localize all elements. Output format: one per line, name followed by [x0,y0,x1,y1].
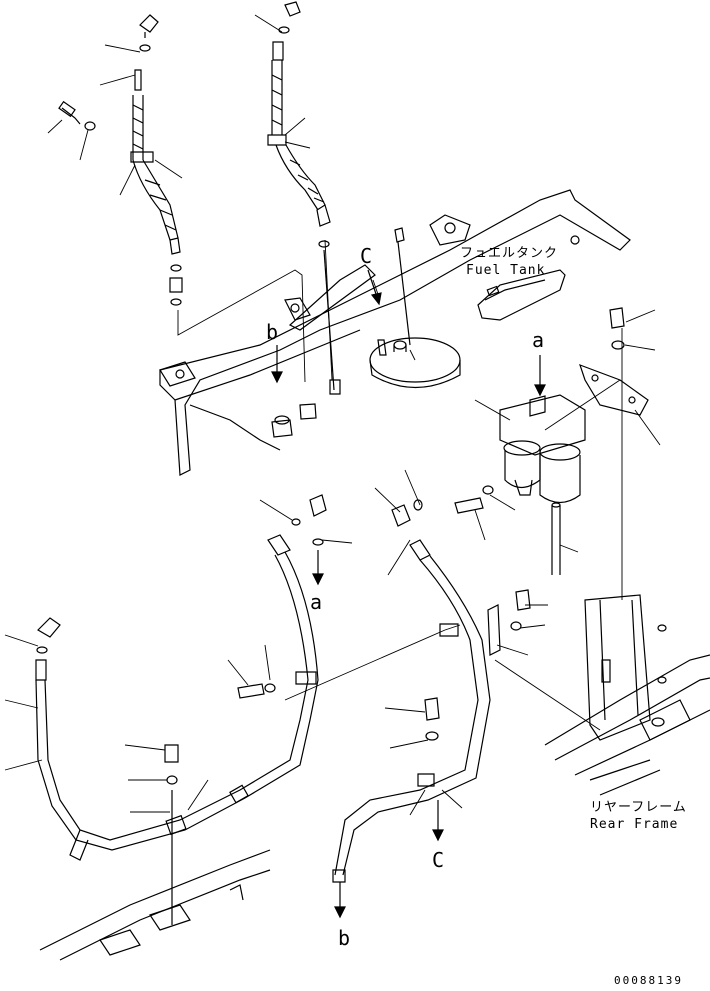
tank-fittings [272,228,410,437]
fuel-filter-assembly [455,308,648,575]
upper-middle-hose [268,2,340,394]
reference-label-a-top: a [532,328,545,352]
reference-label-b-top: b [266,320,279,344]
fuel-tank-outline [160,190,630,475]
reference-label-b-lower: b [338,926,351,950]
reference-label-c-top: C [360,244,373,268]
drawing-number: 00088139 [614,974,683,987]
tank-sender-unit [370,338,460,388]
lower-right-hose [333,500,530,882]
rear-frame-label-jp: リヤーフレーム [590,800,687,815]
reference-lines [178,240,622,730]
reference-label-a-lower: a [310,590,323,614]
rear-frame-outline [545,595,710,795]
callout-leader-lines [5,15,660,815]
lower-middle-hose [36,495,326,860]
fuel-tank-label-en: Fuel Tank [466,263,546,278]
upper-left-hose [59,15,182,305]
reference-label-c-lower: C [432,848,445,872]
rear-frame-label-en: Rear Frame [590,817,679,832]
bottom-frame-outline [40,745,270,960]
fuel-tank-label-plate [478,270,565,320]
fuel-tank-label-jp: フュエルタンク [460,246,559,261]
reference-arrows [272,270,545,917]
